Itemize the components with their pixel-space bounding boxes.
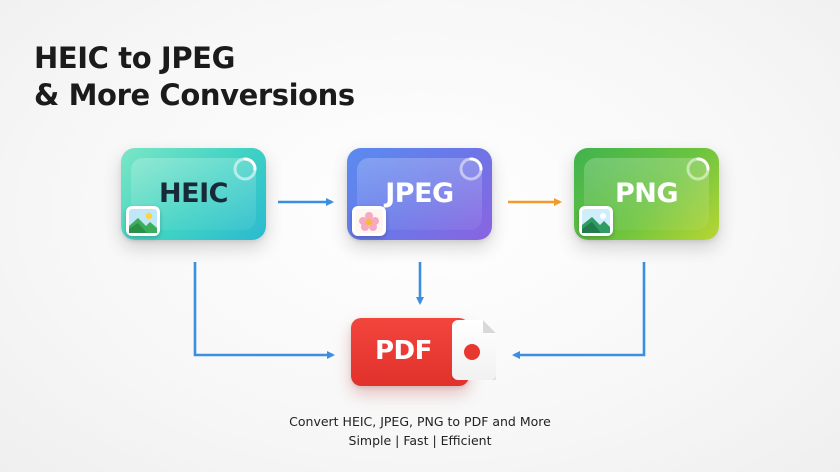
caption-primary: Convert HEIC, JPEG, PNG to PDF and More [289, 414, 551, 429]
jpeg-format-card: JPEG [347, 148, 492, 240]
png-label: PNG [614, 178, 679, 209]
progress-ring-icon [459, 157, 483, 181]
landscape-image-icon [126, 206, 160, 236]
jpeg-label: JPEG [385, 178, 454, 209]
title-line-1: HEIC to JPEG [34, 41, 235, 75]
landscape-image-icon [579, 206, 613, 236]
heic-format-card: HEIC [121, 148, 266, 240]
title-line-2: & More Conversions [34, 78, 355, 112]
png-format-card: PNG [574, 148, 719, 240]
progress-ring-icon [233, 157, 257, 181]
caption-tagline: Simple | Fast | Efficient [348, 433, 492, 448]
page-title: HEIC to JPEG & More Conversions [34, 40, 355, 114]
pdf-document-icon [452, 320, 496, 380]
heic-label: HEIC [159, 178, 228, 209]
pdf-label: PDF [375, 336, 432, 366]
progress-ring-icon [686, 157, 710, 181]
flower-image-icon [352, 206, 386, 236]
pdf-format-card: PDF [351, 318, 469, 386]
record-dot-icon [464, 344, 480, 360]
arrow-heic-to-pdf [193, 262, 335, 359]
arrow-png-to-pdf [512, 262, 646, 359]
